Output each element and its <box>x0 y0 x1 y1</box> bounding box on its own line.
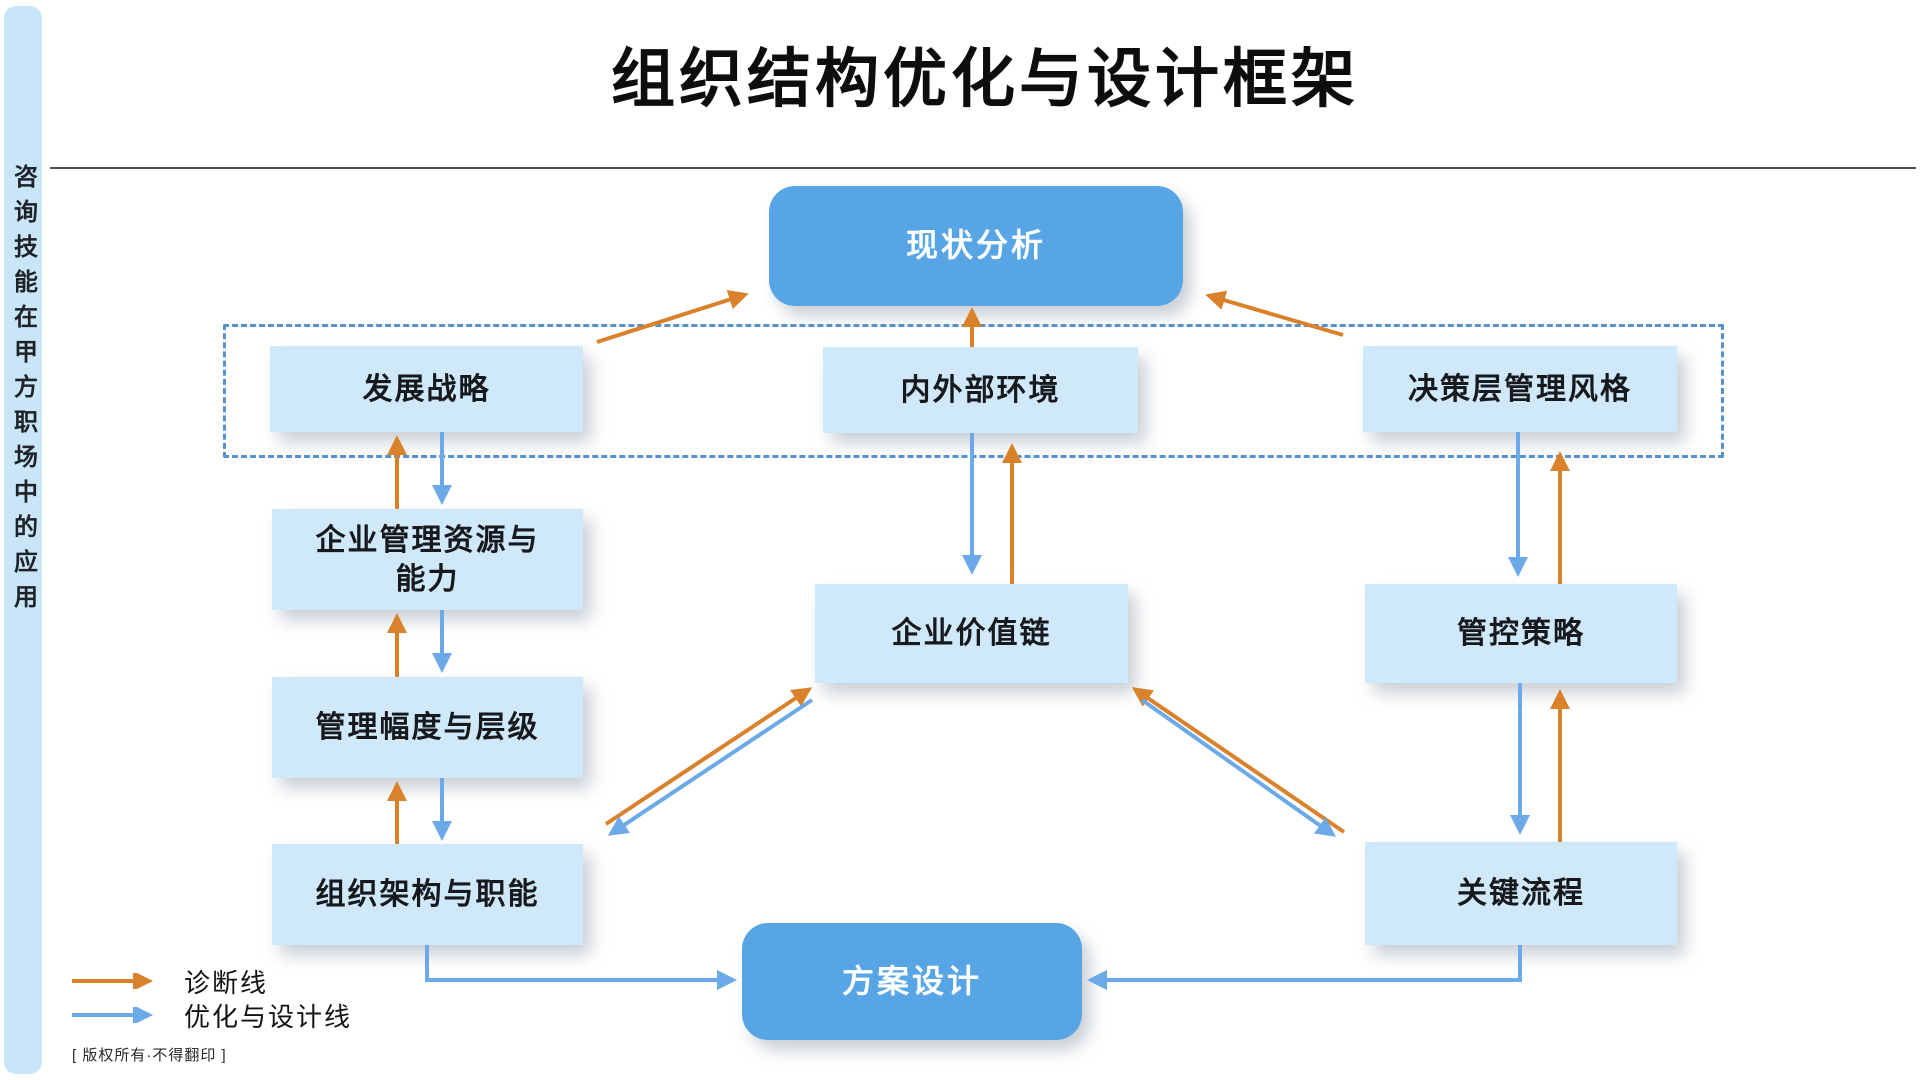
node-management-span-and-levels: 管理幅度与层级 <box>272 677 583 778</box>
copyright-notice: [ 版权所有·不得翻印 ] <box>72 1047 227 1064</box>
arrow-valuechain-to-process <box>1140 698 1337 837</box>
node-development-strategy: 发展战略 <box>270 346 583 432</box>
legend-row-optimization: 优化与设计线 <box>70 998 352 1032</box>
legend-label-optimization: 优化与设计线 <box>184 1001 353 1032</box>
node-key-processes: 关键流程 <box>1365 842 1677 945</box>
node-label: 方案设计 <box>841 962 982 999</box>
arrow-org-to-solution <box>425 945 737 990</box>
node-label: 关键流程 <box>1457 877 1585 910</box>
node-label: 组织架构与职能 <box>315 878 540 911</box>
node-enterprise-value-chain: 企业价值链 <box>815 584 1128 683</box>
arrow-org-to-valuechain <box>604 687 813 826</box>
node-management-resources-capability: 企业管理资源与能力 <box>272 509 583 610</box>
node-org-structure-and-functions: 组织架构与职能 <box>272 844 583 945</box>
node-label: 企业管理资源与能力 <box>315 523 540 596</box>
legend: 诊断线 优化与设计线 <box>70 964 352 1032</box>
page-title: 组织结构优化与设计框架 <box>611 43 1359 115</box>
title-divider <box>50 167 1916 169</box>
node-internal-external-environment: 内外部环境 <box>823 347 1138 433</box>
node-label: 管控策略 <box>1457 617 1585 650</box>
diagnostic-line-icon <box>72 973 153 989</box>
legend-label-diagnostic: 诊断线 <box>184 967 269 998</box>
arrow-valuechain-to-org <box>607 698 814 836</box>
node-label: 决策层管理风格 <box>1408 372 1632 406</box>
node-label: 企业价值链 <box>891 617 1052 650</box>
left-banner: 咨询技能在甲方职场中的应用 <box>4 6 42 1074</box>
node-decision-level-management-style: 决策层管理风格 <box>1363 346 1677 432</box>
node-label: 管理幅度与层级 <box>315 711 540 744</box>
arrow-process-to-solution <box>1087 945 1522 990</box>
node-label: 内外部环境 <box>900 373 1061 407</box>
left-banner-text: 咨询技能在甲方职场中的应用 <box>9 164 37 619</box>
node-solution-design: 方案设计 <box>742 923 1082 1040</box>
node-control-strategy: 管控策略 <box>1365 584 1677 683</box>
legend-row-diagnostic: 诊断线 <box>70 964 352 998</box>
optimization-arrows <box>425 432 1530 990</box>
node-label: 现状分析 <box>905 227 1046 264</box>
arrow-process-to-valuechain <box>1131 687 1346 834</box>
optimization-line-icon <box>72 1007 153 1023</box>
node-current-state-analysis: 现状分析 <box>769 186 1183 306</box>
node-label: 发展战略 <box>362 372 491 406</box>
